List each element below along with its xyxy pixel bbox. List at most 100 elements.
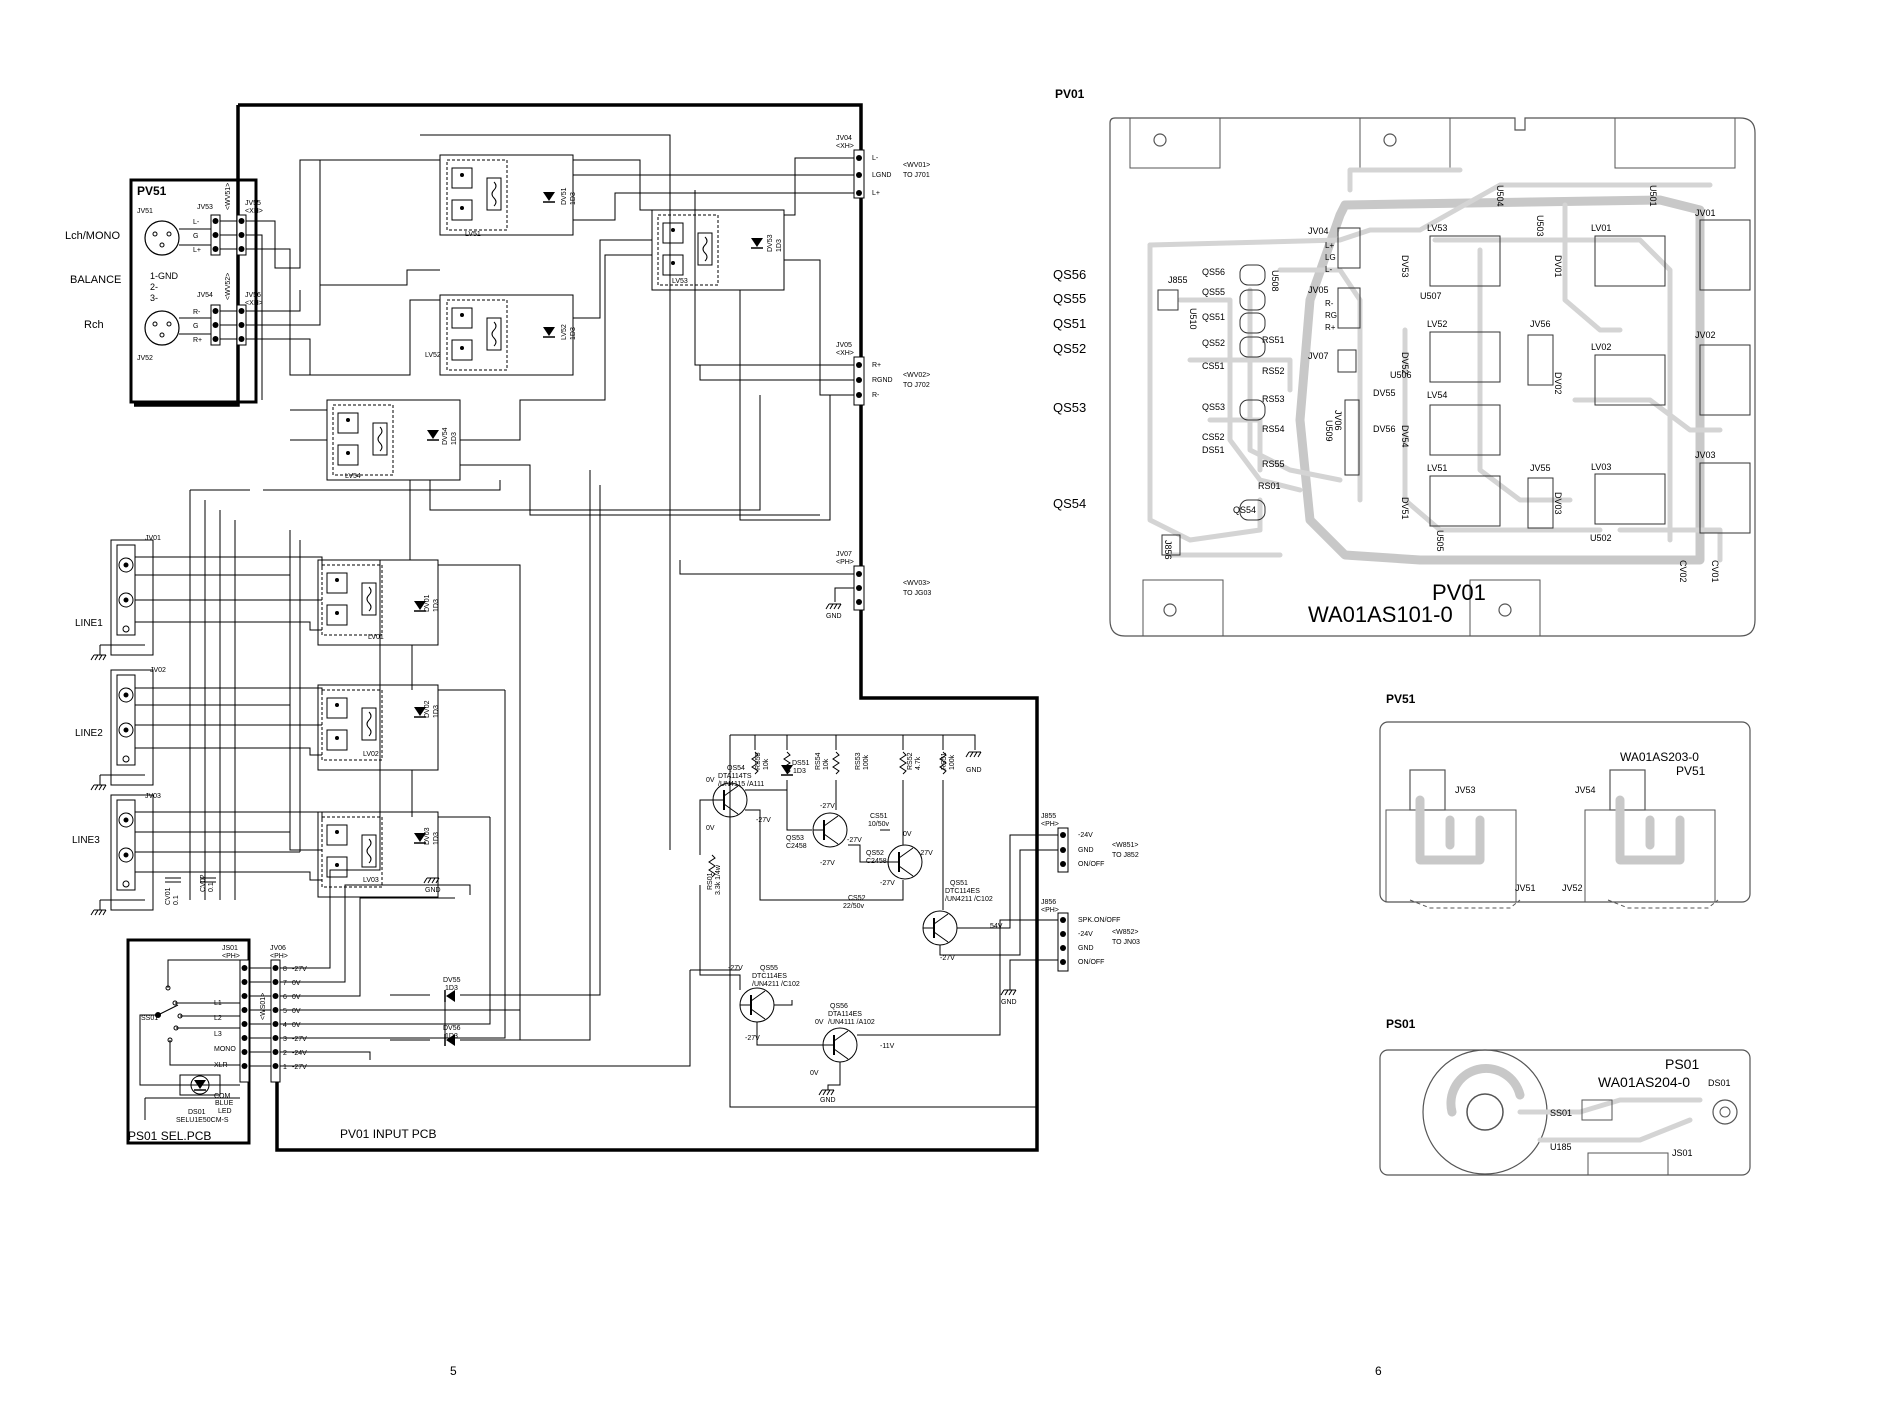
dv55-part: 1D3 bbox=[445, 985, 458, 992]
qs51-alt: /UN4211 /C102 bbox=[945, 896, 993, 903]
xlr-pin3: 3- bbox=[150, 293, 158, 303]
wiring-bottom bbox=[280, 470, 691, 1067]
j856-dest2: TO JN03 bbox=[1112, 939, 1140, 946]
pv01-part-label-dv54: DV54 bbox=[1400, 425, 1410, 448]
rs53-value: 100k bbox=[863, 754, 870, 770]
relay-footprint bbox=[1429, 404, 1501, 456]
rs01-value: 3.3k 1/4w bbox=[715, 864, 722, 895]
qs53-27v-b: -27V bbox=[847, 837, 862, 844]
ss01-mono: MONO bbox=[214, 1046, 236, 1053]
qs51-label: QS51 bbox=[950, 880, 968, 887]
pv01-part-label-r+: R+ bbox=[1325, 323, 1336, 332]
pv01-part-label-ds51: DS51 bbox=[1202, 445, 1225, 455]
pv01-parts: JV04JV05JV07JV06J855J856LV53LV52LV54LV51… bbox=[1157, 185, 1751, 583]
jv05-connector: JV05 <XH> R+ RGND R- <WV02> TO J702 bbox=[836, 342, 930, 406]
pv01-part-label-qs51: QS51 bbox=[1202, 312, 1225, 322]
pv01-part-label-rs52: RS52 bbox=[1262, 366, 1285, 376]
dv03-label: DV03 bbox=[424, 827, 431, 845]
ds01-label: DS01 bbox=[188, 1109, 206, 1116]
relay-footprint bbox=[1429, 235, 1501, 287]
qs53-icon bbox=[812, 812, 848, 848]
connector-footprint bbox=[1157, 289, 1179, 311]
pv01-part-label-jv07: JV07 bbox=[1308, 351, 1329, 361]
jv04-type: <XH> bbox=[836, 143, 854, 150]
j855-label: J855 bbox=[1041, 813, 1056, 820]
jv06-pin bbox=[272, 1007, 279, 1013]
pv51-jv53-label: JV53 bbox=[1455, 785, 1476, 795]
pv01-part-label-dv03: DV03 bbox=[1553, 492, 1563, 515]
connector-footprint bbox=[1161, 534, 1181, 556]
pv51-jv51-label: JV51 bbox=[1515, 883, 1536, 893]
left-pin-lm: L- bbox=[193, 219, 200, 226]
lch-label: Lch/MONO bbox=[65, 230, 120, 242]
jv54-connector: R- G R+ bbox=[179, 304, 247, 346]
cs52-label: CS52 bbox=[848, 895, 866, 902]
js01-pin bbox=[241, 1021, 248, 1027]
pv01-part-label-qs52: QS52 bbox=[1202, 338, 1225, 348]
qs52-27v: -27V bbox=[918, 850, 933, 857]
dv52-label: LV52 bbox=[561, 324, 568, 340]
transistor-footprint bbox=[1239, 289, 1266, 311]
jv04-connector: JV04 <XH> L- LGND L+ <WV01> TO J701 bbox=[836, 135, 930, 199]
ss01-l3: L3 bbox=[214, 1031, 222, 1038]
pv51-jv54-label: JV54 bbox=[1575, 785, 1596, 795]
jv56-label: JV56 bbox=[245, 292, 261, 299]
pv01-part-label-r-: R- bbox=[1325, 299, 1334, 308]
pv01-part-label-jv56: JV56 bbox=[1530, 319, 1551, 329]
left-pin-lp: L+ bbox=[193, 247, 201, 254]
pv01-part-label-rs53: RS53 bbox=[1262, 394, 1285, 404]
qs55-part: DTC114ES bbox=[752, 973, 787, 980]
right-pin-g: G bbox=[193, 323, 198, 330]
jv06-pin-number: 7 bbox=[283, 980, 287, 987]
pv01-part-label-dv02: DV02 bbox=[1553, 372, 1563, 395]
jv05-pin2: RGND bbox=[872, 377, 893, 384]
pv01-part-label-jv06: JV06 bbox=[1333, 410, 1343, 431]
transistor-footprint bbox=[1239, 336, 1266, 358]
connector-footprint bbox=[1337, 349, 1357, 373]
qs52-icon bbox=[887, 844, 923, 880]
qs56-0v: 0V bbox=[815, 1019, 824, 1026]
jv02-label: JV02 bbox=[150, 667, 166, 674]
rs52-value: 4.7k bbox=[915, 756, 922, 770]
pv01-part-label-u507: U507 bbox=[1420, 291, 1442, 301]
jv55-type: <XH> bbox=[245, 208, 263, 215]
qs55-icon bbox=[739, 987, 775, 1023]
js01-type: <PH> bbox=[222, 953, 240, 960]
jack-footprint bbox=[1699, 344, 1751, 416]
jv06-pin-voltage: 0V bbox=[292, 994, 301, 1001]
qs53-27v: -27V bbox=[820, 803, 835, 810]
dv56-label: DV56 bbox=[443, 1025, 461, 1032]
j856-label: J856 bbox=[1041, 899, 1056, 906]
jv04-dest2: TO J701 bbox=[903, 172, 930, 179]
rs52-label: RS52 bbox=[907, 752, 914, 770]
qs54-0v-b: 0V bbox=[706, 825, 715, 832]
line-jacks: JV01 LINE1 JV02 LINE2 JV03 LINE3 bbox=[72, 535, 166, 916]
jv06-pin bbox=[272, 979, 279, 985]
pv01-part-label-jv03: JV03 bbox=[1695, 450, 1716, 460]
rs55-label: RS55 bbox=[755, 752, 762, 770]
ss01-switch: SS01 L1 L2 L3 MONO XLR COM bbox=[139, 959, 240, 1120]
jv04-dest: <WV01> bbox=[903, 162, 930, 169]
jv07-dest2: TO JG03 bbox=[903, 590, 931, 597]
jv53-label: JV53 bbox=[197, 204, 213, 211]
pv01-part-label-u510: U510 bbox=[1188, 308, 1198, 330]
relay-footprint bbox=[1594, 354, 1666, 406]
jv52-label: JV52 bbox=[137, 355, 153, 362]
qs56-label: QS56 bbox=[830, 1003, 848, 1010]
dv01-label: DV01 bbox=[424, 594, 431, 612]
qs56-gnd-label: GND bbox=[820, 1097, 836, 1104]
pv51-jacks: JV53 JV51 JV54 JV52 bbox=[1385, 769, 1719, 909]
cs51-0v: 0V bbox=[903, 831, 912, 838]
pv01-part-label-dv01: DV01 bbox=[1553, 255, 1563, 278]
qs54-part: DTA114TS bbox=[718, 773, 752, 780]
lv52-label: LV52 bbox=[425, 352, 441, 359]
rs01-label: RS01 bbox=[707, 872, 714, 890]
ps01-ss01-label: SS01 bbox=[1550, 1108, 1572, 1118]
pv51-layout-title: PV51 bbox=[1386, 692, 1416, 706]
pv01-part-label-u506: U506 bbox=[1390, 370, 1412, 380]
qs56-ext-label: QS56 bbox=[1053, 267, 1086, 282]
j856-pin3: GND bbox=[1078, 945, 1094, 952]
qs56-part: DTA114ES bbox=[828, 1011, 862, 1018]
dv55-label: DV55 bbox=[443, 977, 461, 984]
relay-lv02-icon bbox=[321, 689, 383, 761]
